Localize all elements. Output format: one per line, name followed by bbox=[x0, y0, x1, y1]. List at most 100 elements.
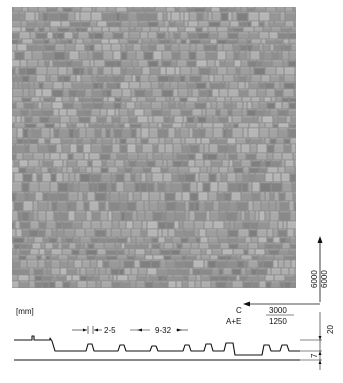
stone-sett bbox=[151, 249, 160, 255]
stone-sett bbox=[220, 60, 225, 67]
stone-sett bbox=[283, 60, 288, 67]
stone-sett bbox=[166, 201, 176, 211]
stone-sett bbox=[180, 67, 191, 75]
stone-sett bbox=[90, 173, 101, 182]
stone-sett bbox=[79, 128, 86, 138]
stone-sett bbox=[198, 21, 209, 27]
stone-sett bbox=[63, 160, 67, 167]
stone-sett bbox=[124, 123, 130, 128]
stone-sett bbox=[221, 82, 225, 89]
stone-sett bbox=[185, 173, 195, 182]
stone-sett bbox=[284, 75, 295, 82]
stone-sett bbox=[282, 51, 289, 60]
stone-sett bbox=[29, 192, 35, 201]
stone-sett bbox=[233, 44, 240, 51]
stone-sett bbox=[259, 12, 270, 21]
stone-sett bbox=[185, 138, 196, 144]
stone-sett bbox=[60, 211, 68, 221]
stone-sett bbox=[53, 243, 58, 249]
stone-sett bbox=[285, 7, 293, 12]
stone-sett bbox=[208, 12, 212, 21]
stone-sett bbox=[53, 160, 63, 167]
stone-sett bbox=[270, 75, 280, 82]
stone-sett bbox=[123, 32, 129, 39]
stone-sett bbox=[250, 138, 261, 144]
stone-sett bbox=[284, 260, 291, 268]
stone-sett bbox=[38, 211, 46, 221]
stone-sett bbox=[228, 237, 237, 243]
stone-sett bbox=[174, 116, 183, 123]
stone-sett bbox=[127, 144, 136, 153]
stone-sett bbox=[219, 275, 228, 281]
stone-sett bbox=[92, 67, 98, 75]
arrowhead bbox=[83, 328, 87, 332]
stone-sett bbox=[67, 160, 77, 167]
stone-sett bbox=[204, 160, 211, 167]
stone-sett bbox=[269, 128, 278, 138]
stone-sett bbox=[124, 173, 131, 182]
stone-sett bbox=[120, 75, 124, 82]
stone-sett bbox=[253, 201, 261, 211]
stone-sett bbox=[173, 275, 184, 281]
stone-sett bbox=[182, 281, 188, 288]
stone-sett bbox=[14, 201, 23, 211]
stone-sett bbox=[114, 102, 121, 109]
stone-sett bbox=[135, 89, 145, 97]
stone-sett bbox=[112, 281, 120, 288]
stone-sett bbox=[204, 44, 212, 51]
stone-sett bbox=[255, 211, 259, 221]
stone-sett bbox=[75, 173, 80, 182]
stone-sett bbox=[148, 138, 159, 144]
stone-sett bbox=[234, 167, 243, 173]
stone-sett bbox=[144, 237, 152, 243]
stone-sett bbox=[61, 138, 72, 144]
stone-sett bbox=[57, 60, 66, 67]
stone-sett bbox=[158, 75, 169, 82]
stone-sett bbox=[82, 102, 93, 109]
stone-sett bbox=[264, 255, 274, 260]
stone-sett bbox=[201, 249, 206, 255]
stone-sett bbox=[29, 144, 38, 153]
stone-sett bbox=[126, 44, 133, 51]
stone-sett bbox=[236, 275, 240, 281]
stone-sett bbox=[172, 123, 182, 128]
stone-sett bbox=[210, 67, 217, 75]
stone-sett bbox=[77, 109, 84, 116]
stone-sett bbox=[265, 243, 274, 249]
stone-sett bbox=[48, 192, 58, 201]
stone-sett bbox=[246, 268, 251, 275]
stone-sett bbox=[32, 116, 40, 123]
stone-sett bbox=[109, 260, 120, 268]
stone-sett bbox=[185, 201, 189, 211]
row1-code: C bbox=[236, 306, 242, 315]
stone-sett bbox=[75, 211, 86, 221]
stone-sett bbox=[226, 211, 237, 221]
arrowhead bbox=[318, 360, 322, 364]
stone-sett bbox=[87, 281, 96, 288]
stone-sett bbox=[148, 32, 157, 39]
row2-code: A+E bbox=[226, 317, 241, 326]
stone-sett bbox=[264, 51, 272, 60]
stone-sett bbox=[163, 275, 167, 281]
stone-sett bbox=[87, 27, 92, 32]
stone-sett bbox=[281, 268, 289, 275]
stone-sett bbox=[291, 116, 296, 123]
stone-sett bbox=[162, 123, 172, 128]
stone-sett bbox=[106, 160, 115, 167]
stone-sett bbox=[52, 102, 63, 109]
stone-sett bbox=[182, 192, 190, 201]
stone-sett bbox=[147, 229, 158, 237]
stone-sett bbox=[170, 39, 176, 44]
stone-sett bbox=[70, 21, 81, 27]
stone-sett bbox=[12, 89, 23, 97]
stone-sett bbox=[257, 89, 266, 97]
stone-sett bbox=[274, 255, 284, 260]
stone-sett bbox=[264, 109, 270, 116]
stone-sett bbox=[246, 51, 250, 60]
stone-sett bbox=[112, 221, 119, 229]
stone-sett bbox=[228, 144, 236, 153]
stone-sett bbox=[186, 123, 196, 128]
stone-sett bbox=[243, 281, 252, 288]
stone-sett bbox=[159, 39, 166, 44]
stone-sett bbox=[172, 237, 181, 243]
